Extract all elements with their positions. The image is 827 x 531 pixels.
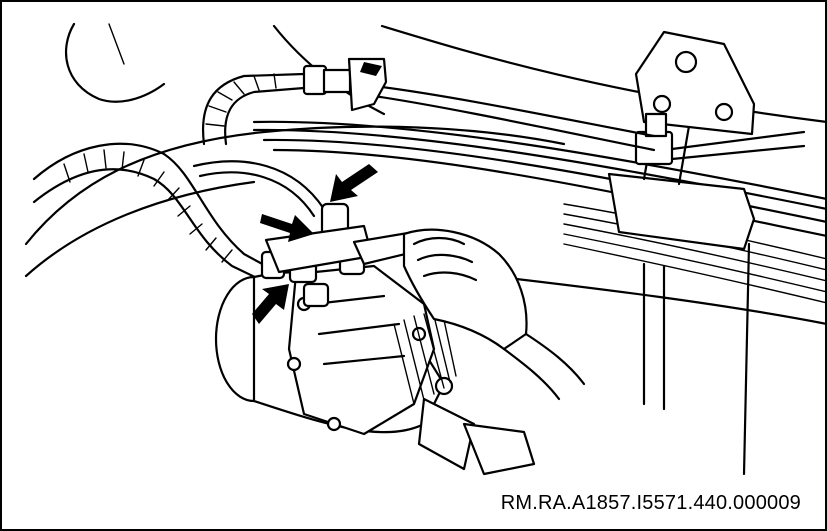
wheel-arc <box>64 22 166 103</box>
leaf-spring <box>252 120 827 326</box>
tee-connector <box>634 112 806 166</box>
callout-arrows <box>252 164 378 324</box>
technical-illustration <box>24 22 827 476</box>
callout-arrow-2 <box>260 214 314 242</box>
callout-arrow-3 <box>252 284 289 324</box>
component-housing <box>214 264 536 476</box>
pipe-lines <box>192 70 656 218</box>
hand-with-wrench <box>352 228 586 401</box>
top-fitting <box>302 57 388 112</box>
spring-clamp <box>607 120 756 476</box>
figure-reference-code: RM.RA.A1857.I5571.440.000009 <box>500 492 801 514</box>
mounting-bracket <box>634 30 756 136</box>
callout-arrow-1 <box>330 164 378 202</box>
corrugated-hose <box>32 72 306 281</box>
